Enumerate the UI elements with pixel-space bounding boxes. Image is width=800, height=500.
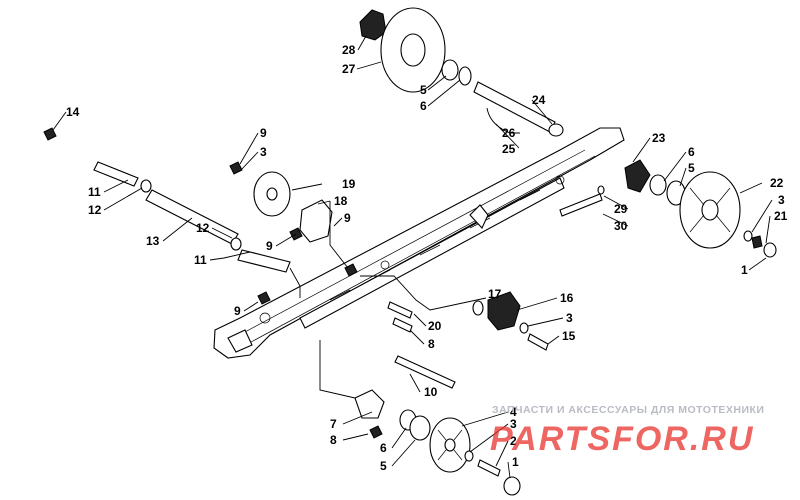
callout-15: 15 (562, 329, 576, 343)
callout-6-bottom: 6 (380, 441, 387, 455)
callout-21: 21 (774, 209, 788, 223)
callout-5-upper: 5 (420, 83, 427, 97)
left-axle-tubes (43, 127, 291, 273)
callout-8-mid: 8 (428, 337, 435, 351)
slide-rail (213, 127, 625, 359)
callout-9-left: 9 (266, 239, 273, 253)
callout-11-bottom: 11 (194, 253, 207, 267)
callout-23: 23 (652, 131, 666, 145)
callout-13: 13 (146, 234, 160, 248)
callout-16: 16 (560, 291, 574, 305)
callout-25: 25 (502, 142, 516, 156)
callout-24: 24 (532, 93, 546, 107)
callout-4: 4 (510, 405, 517, 419)
callout-9-bottom: 9 (234, 304, 241, 318)
callout-12-bottom: 12 (196, 221, 210, 235)
callout-1-right: 1 (741, 263, 748, 277)
callout-20: 20 (428, 319, 442, 333)
callout-3-right: 3 (778, 193, 785, 207)
callout-8-bottom: 8 (330, 433, 337, 447)
callout-27: 27 (342, 62, 356, 76)
callout-18: 18 (334, 194, 348, 208)
watermark-caption: ЗАПЧАСТИ И АКСЕССУАРЫ ДЛЯ МОТОТЕХНИКИ (492, 404, 765, 416)
right-bracket-assembly (472, 291, 549, 351)
callout-5-right: 5 (688, 161, 695, 175)
watermark-logo: PARTSFOR.RU (490, 420, 754, 458)
callout-1-bottom: 1 (512, 455, 519, 469)
callout-28: 28 (342, 43, 356, 57)
callout-19: 19 (342, 177, 356, 191)
callout-10: 10 (424, 385, 438, 399)
callout-3-bracket: 3 (566, 311, 573, 325)
callout-3-bottom: 3 (510, 417, 517, 431)
callout-17: 17 (488, 287, 502, 301)
upper-idler-assembly (359, 7, 564, 137)
callout-14: 14 (66, 105, 80, 119)
callout-26: 26 (502, 126, 516, 140)
callout-6-right: 6 (688, 145, 695, 159)
callout-3-top: 3 (260, 145, 267, 159)
lower-wheel-assembly (354, 389, 521, 496)
callout-29: 29 (614, 202, 628, 216)
callout-2: 2 (510, 434, 517, 448)
callout-9-mid: 9 (344, 211, 351, 225)
bolts (257, 185, 605, 389)
callout-7: 7 (330, 417, 337, 431)
callout-12-top: 12 (88, 203, 102, 217)
callout-30: 30 (614, 219, 628, 233)
callout-6-upper: 6 (420, 99, 427, 113)
center-wheel-assembly (229, 161, 358, 277)
watermark-logo-text: PARTSFOR.RU (490, 420, 754, 458)
callout-9-top: 9 (260, 126, 267, 140)
right-idler-assembly (624, 159, 777, 258)
callout-11-top: 11 (88, 185, 101, 199)
leader-lines (52, 35, 773, 479)
callout-5-bottom: 5 (380, 459, 387, 473)
callout-22: 22 (770, 176, 784, 190)
callout-labels: 28 27 5 6 24 26 25 23 6 5 22 3 21 1 29 3… (66, 43, 788, 473)
